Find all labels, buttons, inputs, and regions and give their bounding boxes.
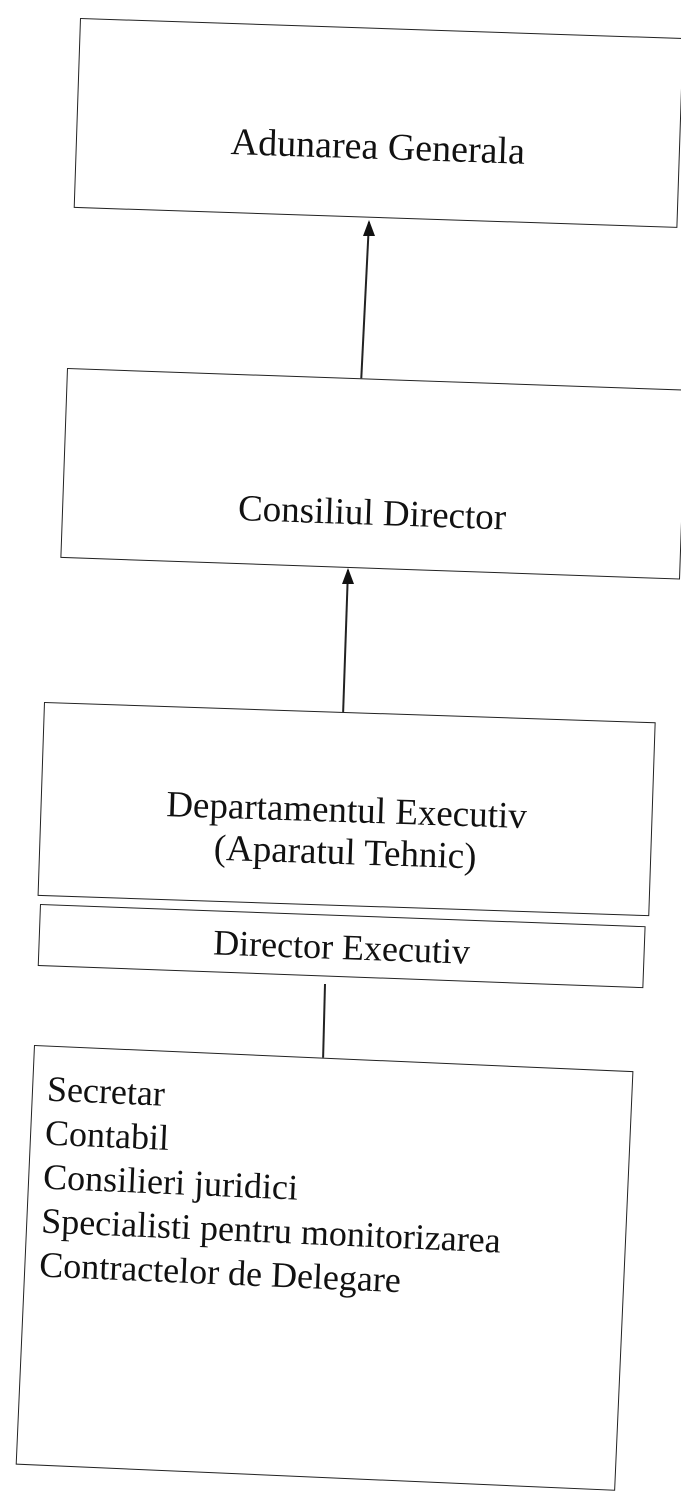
arrowhead-icon [342, 568, 354, 584]
node-label: Adunarea Generala [230, 121, 526, 173]
edge-director-to-staff [322, 983, 326, 1063]
node-board-of-directors: Consiliul Director [60, 368, 681, 580]
staff-list: Secretar Contabil Consilieri juridici Sp… [38, 1067, 507, 1307]
node-general-assembly: Adunarea Generala [73, 18, 681, 228]
edge-departament-to-consiliul [342, 569, 349, 717]
edge-consiliul-to-adunarea [360, 221, 370, 385]
node-executive-department: Departamentul Executiv (Aparatul Tehnic) [37, 702, 656, 917]
arrowhead-icon [363, 220, 375, 236]
node-staff: Secretar Contabil Consilieri juridici Sp… [15, 1045, 634, 1491]
node-label: Consiliul Director [237, 488, 507, 539]
